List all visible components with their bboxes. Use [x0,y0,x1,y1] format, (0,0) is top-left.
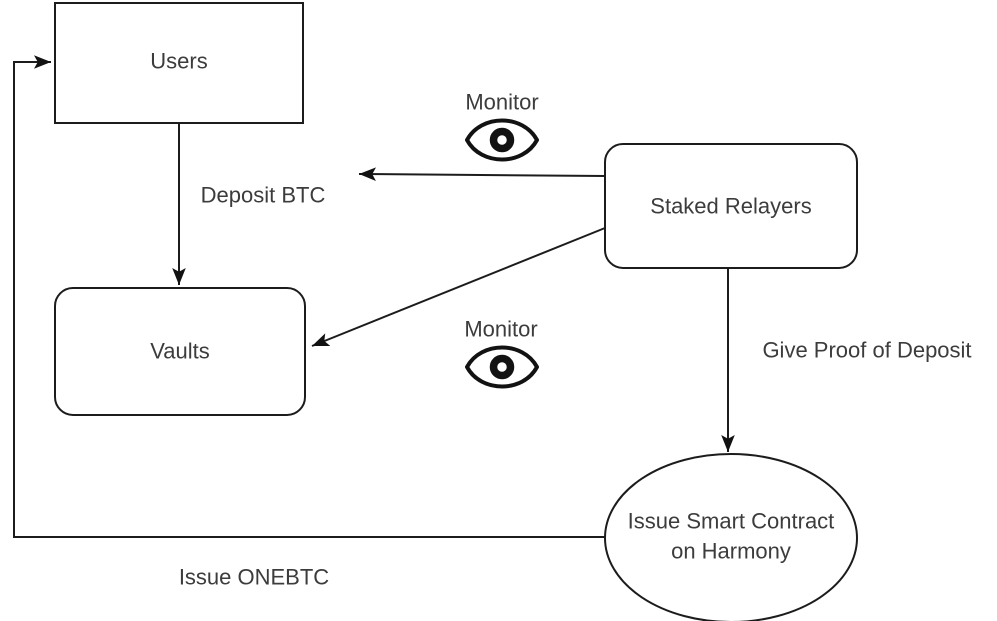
edge-label-monitor-vaults: Monitor [464,317,537,342]
edge-monitor-users [358,167,606,181]
eye-icon [465,118,539,162]
edge-label-issue-onebtc: Issue ONEBTC [179,565,329,590]
issue-smart-contract-label-line2: on Harmony [671,539,791,564]
issue-smart-contract-label-line1: Issue Smart Contract [628,509,835,534]
edge-label-give-proof: Give Proof of Deposit [762,338,971,363]
staked-relayers-node-label: Staked Relayers [650,194,811,219]
issue-smart-contract-node: Issue Smart Contract on Harmony [604,453,858,621]
edge-issue-onebtc [13,55,605,538]
edge-label-monitor-users: Monitor [465,90,538,115]
users-node: Users [54,2,304,124]
vaults-node: Vaults [54,287,306,416]
staked-relayers-node: Staked Relayers [604,143,858,269]
vaults-node-label: Vaults [150,339,210,364]
edge-monitor-vaults [311,227,606,347]
users-node-label: Users [150,49,207,74]
edge-label-deposit-btc: Deposit BTC [201,183,326,208]
eye-icon [465,345,539,389]
